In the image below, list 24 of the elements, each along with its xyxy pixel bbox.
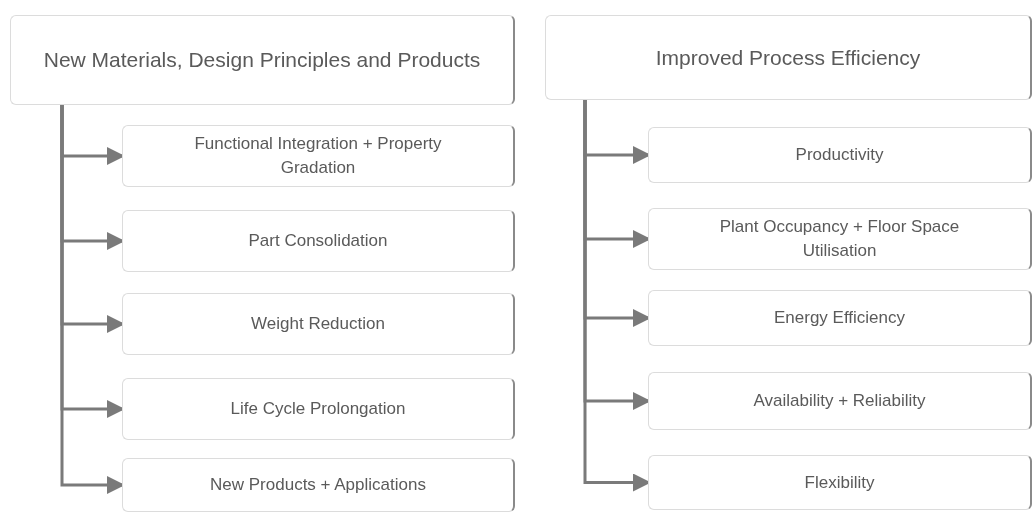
item-label: Part Consolidation <box>248 230 388 252</box>
item-box <box>122 210 515 272</box>
item-label: Functional Integration + Property Gradation <box>193 133 443 179</box>
item-box <box>122 378 515 440</box>
item-box <box>648 455 1032 510</box>
category-box <box>545 15 1032 100</box>
item-box <box>122 458 515 512</box>
item-box <box>648 127 1032 183</box>
category-box <box>10 15 515 105</box>
item-label: Flexibility <box>804 471 875 494</box>
item-label: Availability + Reliability <box>753 390 926 412</box>
item-label: Plant Occupancy + Floor Space Utilisation <box>718 216 961 262</box>
item-box <box>122 125 515 187</box>
item-label: Life Cycle Prolongation <box>230 398 406 420</box>
item-box <box>648 208 1032 270</box>
item-label: New Products + Applications <box>210 474 426 496</box>
category-title: Improved Process Efficiency <box>655 44 921 71</box>
item-box <box>122 293 515 355</box>
category-title: New Materials, Design Principles and Products <box>43 47 481 73</box>
item-label: Weight Reduction <box>251 313 385 335</box>
item-box <box>648 290 1032 346</box>
item-box <box>648 372 1032 430</box>
item-label: Energy Efficiency <box>774 307 905 329</box>
item-label: Productivity <box>795 144 884 166</box>
